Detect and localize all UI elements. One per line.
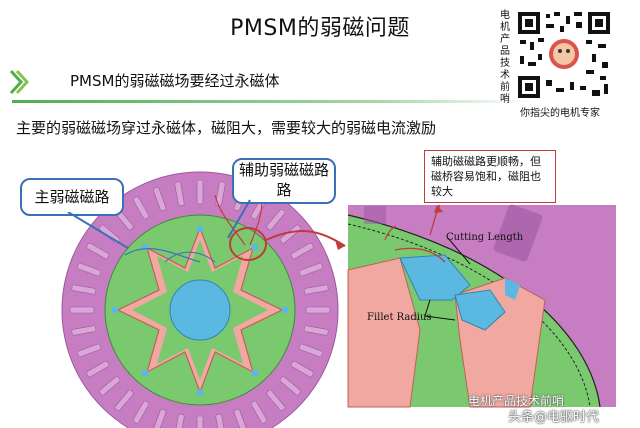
watermark-line1: 电机产品技术前哨: [468, 394, 565, 408]
page-title: PMSM的弱磁问题: [230, 16, 410, 41]
stator-slot: [132, 400, 150, 424]
watermark-line2: 头条@电驱时代: [508, 410, 600, 425]
stator-slot: [215, 413, 226, 428]
stator-slot: [174, 181, 185, 207]
stator-slot: [196, 415, 204, 428]
shaft: [169, 279, 231, 341]
stator-slot: [86, 360, 110, 378]
chevron-right-icon: [9, 69, 30, 95]
stator-slot: [152, 408, 167, 428]
label-cutting-length: Cutting Length: [446, 232, 524, 243]
stator-slot: [132, 196, 150, 220]
stator-slot: [250, 400, 268, 424]
stator-slot: [152, 187, 167, 212]
stator-slot: [266, 389, 286, 411]
stator-slot: [266, 209, 286, 231]
stator-slot: [303, 284, 329, 295]
stator-slot: [303, 325, 329, 336]
qr-side-text: 电机产品技术前哨: [500, 10, 510, 105]
stator-slot: [174, 413, 185, 428]
stator-slot: [305, 306, 331, 314]
subtitle-bar: PMSM的弱磁磁场要经过永磁体: [4, 62, 634, 103]
stator-slot: [77, 262, 102, 277]
stator-slot: [298, 343, 323, 358]
stator-slot: [86, 242, 110, 260]
main-statement: 主要的弱磁磁场穿过永磁体，磁阻大，需要较大的弱磁电流激励: [16, 119, 437, 137]
stator-slot: [196, 179, 204, 205]
stator-slot: [298, 262, 323, 277]
stator-slot: [71, 325, 97, 336]
stator-slot: [99, 376, 121, 396]
callout-aux-path: 辅助弱磁磁路 路: [232, 158, 336, 204]
stator-slot: [114, 389, 134, 411]
label-fillet-radius: Fillet Radius: [367, 312, 432, 323]
callout-main-pointer: [67, 212, 129, 249]
callout-aux-pointer: [227, 199, 251, 239]
zoom-detail: [347, 204, 616, 408]
stator-slot: [290, 242, 314, 260]
callout-aux-path-label: 辅助弱磁磁路: [238, 161, 329, 179]
subtitle-underline: [12, 100, 532, 103]
stator-slot: [279, 376, 301, 396]
highlight-circle: [229, 227, 267, 261]
callout-aux-note: 辅助磁磁路更顺畅，但磁桥容易饱和，磁阻也较大: [424, 150, 556, 203]
qr-caption: 你指尖的电机专家: [520, 108, 600, 119]
stator-slot: [233, 408, 248, 428]
subtitle: PMSM的弱磁磁场要经过永磁体: [70, 72, 280, 90]
qr-code-image: [516, 10, 612, 100]
callout-aux-path-label-cont: 路: [276, 181, 292, 199]
callout-main-path: 主弱磁磁路: [20, 178, 124, 216]
stator-slot: [71, 284, 97, 295]
stator-slot: [77, 343, 102, 358]
stator-slot: [290, 360, 314, 378]
stator-slot: [69, 306, 95, 314]
